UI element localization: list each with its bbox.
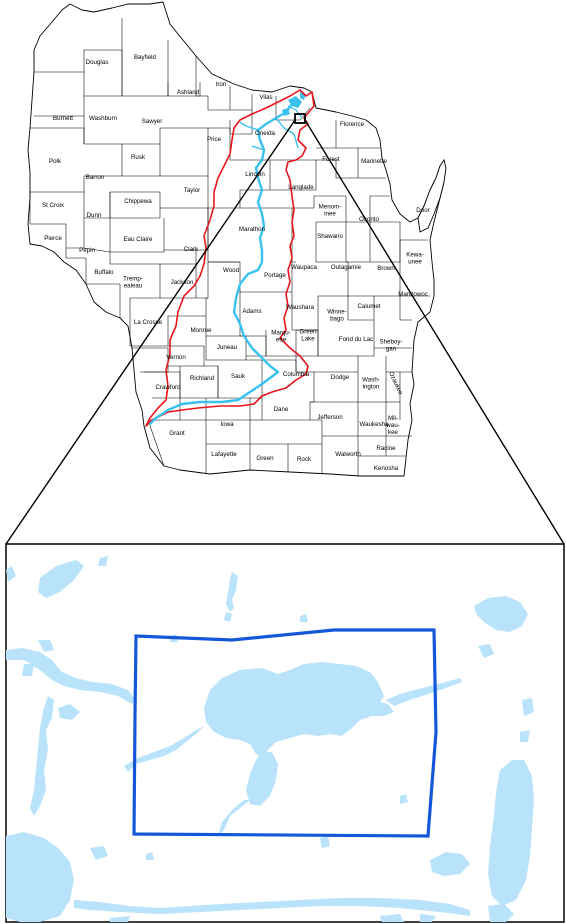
county-label: Outagamie: [331, 264, 362, 271]
river-tributary-2: [287, 105, 303, 119]
county-label: Rusk: [131, 154, 146, 161]
county-label: Pierce: [44, 235, 62, 242]
zoom-connectors: [5, 119, 565, 545]
county-label: Portage: [264, 272, 286, 279]
county-label: Columbia: [283, 371, 310, 378]
county-label: St Croix: [42, 202, 65, 209]
zoom-connector-left: [5, 119, 296, 545]
county-label: Dane: [274, 406, 289, 413]
county-label: Juneau: [217, 344, 238, 351]
county-label: Oneida: [255, 130, 276, 137]
watershed-boundary: [145, 89, 315, 427]
county-label: Price: [207, 136, 222, 143]
county-label: Lafayette: [211, 451, 237, 458]
county-label: Vilas: [259, 94, 272, 101]
county-label: Grant: [169, 430, 185, 437]
county-label: Calumet: [357, 303, 380, 310]
county-label: Walworth: [335, 451, 361, 458]
county-label: Sawyer: [142, 118, 163, 125]
county-label: Menom-inee: [319, 203, 342, 217]
county-label: Marqu-ette: [271, 329, 291, 343]
county-label: Dunn: [87, 212, 102, 219]
county-label: Langlade: [288, 184, 314, 191]
county-label: Marinette: [361, 158, 387, 165]
county-label: Jefferson: [317, 414, 343, 421]
county-label: Kenosha: [374, 465, 399, 472]
county-label: Vernon: [166, 354, 186, 361]
door-peninsula-outline: [417, 158, 447, 233]
county-label: Chippewa: [124, 198, 152, 205]
study-area-boundary: [132, 628, 438, 838]
county-label: Fond du Lac: [339, 336, 373, 343]
county-label: Mil-wau-kee: [385, 415, 399, 436]
county-label: Adams: [242, 308, 261, 315]
county-label: Forest: [322, 156, 340, 163]
county-label: Bayfield: [134, 54, 157, 61]
county-label: Douglas: [86, 59, 109, 66]
county-label: Wood: [223, 267, 240, 274]
county-label: Pepin: [79, 247, 95, 254]
state-outline: [27, 1, 445, 477]
county-label: Wash-ington: [362, 376, 380, 390]
county-label: Dodge: [331, 374, 350, 381]
county-label: Winne-bago: [327, 308, 347, 322]
county-label: Buffalo: [94, 269, 114, 276]
county-label: Jackson: [171, 279, 194, 286]
county-label: Manitowoc: [398, 291, 428, 298]
county-label: Clark: [184, 246, 199, 253]
county-label: Waukesha: [359, 421, 389, 428]
county-label: Sheboy-gan: [379, 338, 402, 352]
county-label: Iron: [216, 81, 227, 88]
study-area-marker: [294, 113, 306, 124]
county-label: Waushara: [286, 304, 315, 311]
inset-water: [6, 556, 534, 922]
county-label: Green: [256, 455, 274, 462]
state-map: DouglasBayfieldAshlandIronVilasBurnettWa…: [27, 1, 447, 477]
county-label: Racine: [376, 445, 396, 452]
county-label: Monroe: [191, 327, 213, 334]
county-label: Taylor: [184, 187, 201, 194]
county-label: Richland: [190, 375, 215, 382]
county-label: Rock: [297, 456, 312, 463]
county-label: Washburn: [89, 115, 118, 122]
zoom-connector-right: [304, 119, 565, 545]
county-label: Burnett: [53, 115, 73, 122]
river-tributary-1: [239, 117, 299, 151]
county-label: Sauk: [231, 373, 246, 380]
county-label: Waupaca: [291, 264, 317, 271]
county-label: Eau Claire: [124, 236, 153, 243]
county-label: La Crosse: [134, 319, 163, 326]
county-label: Tremp-ealeau: [123, 275, 143, 289]
inset-map: [5, 543, 565, 923]
county-label: Kewa-unee: [406, 251, 424, 265]
wisconsin-river: [148, 102, 294, 426]
county-label: Brown: [377, 265, 395, 272]
county-label: Oconto: [359, 216, 380, 223]
county-label: Florence: [340, 121, 365, 128]
county-label: Iowa: [220, 421, 234, 428]
county-label: Ashland: [177, 89, 200, 96]
county-label: Crawford: [155, 384, 181, 391]
county-boundaries: [29, 18, 430, 476]
county-label: Shawano: [317, 233, 343, 240]
county-label: Marathon: [239, 226, 266, 233]
county-label: Door: [416, 207, 429, 214]
county-label: Lincoln: [245, 171, 265, 178]
county-label: Barron: [86, 174, 105, 181]
county-label: Polk: [49, 158, 62, 165]
